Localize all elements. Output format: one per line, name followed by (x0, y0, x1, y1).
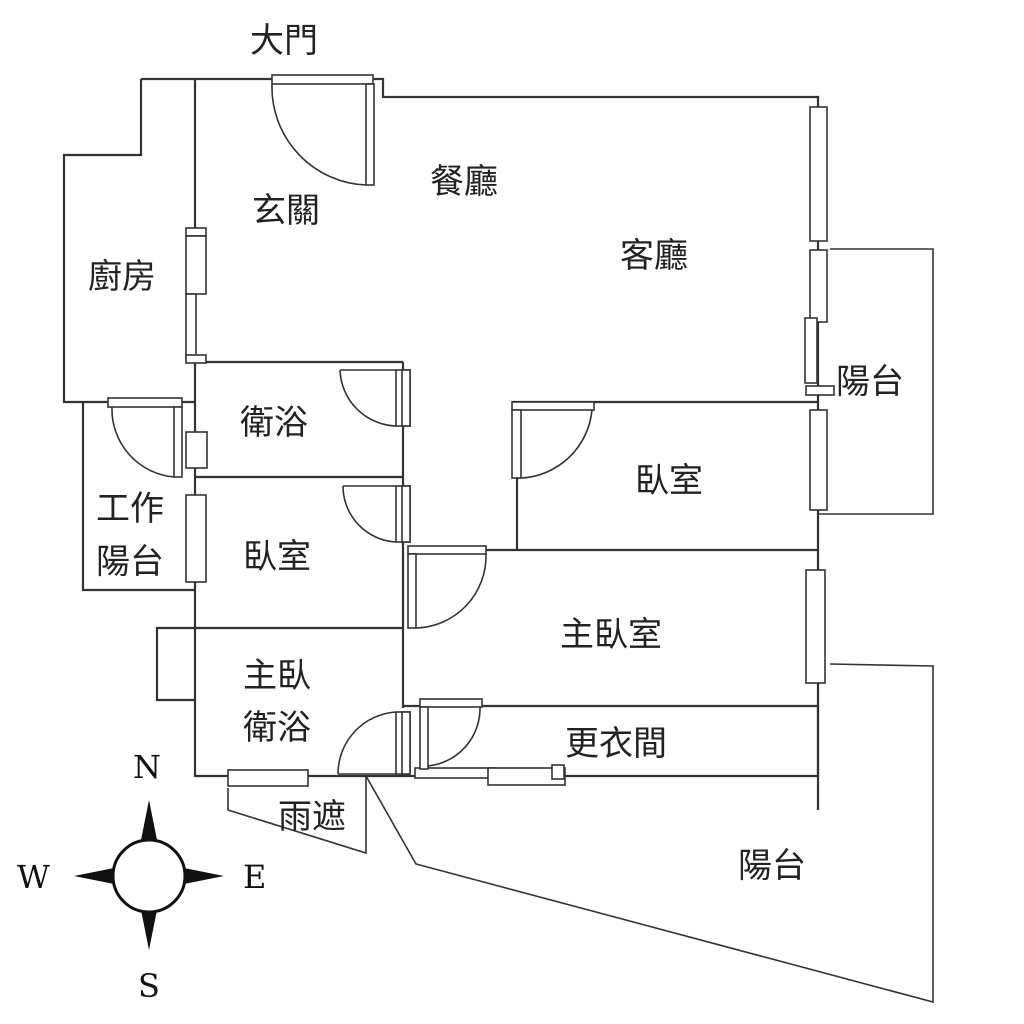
interior-walls (193, 79, 818, 708)
living-label: 客廳 (620, 236, 688, 276)
master-bath-label-line1: 主臥 (243, 656, 311, 696)
balcony-outlines (227, 248, 934, 1004)
service-balcony-label-line2: 陽台 (96, 542, 164, 582)
walk-in-closet-label: 更衣間 (565, 724, 667, 764)
main-door-leaf (271, 74, 374, 85)
balcony-east-label: 陽台 (836, 362, 904, 402)
service-balcony-label-line1: 工作 (96, 489, 164, 529)
bedroom-east-label: 臥室 (635, 461, 703, 501)
compass-east: E (243, 858, 266, 896)
bedroom-west-label: 臥室 (243, 537, 311, 577)
compass-south: S (138, 967, 160, 1005)
compass-rose: N S E W (17, 748, 266, 1005)
outer-walls (62, 77, 820, 810)
windows (185, 106, 835, 787)
master-bath-label-line2: 衛浴 (243, 708, 311, 748)
bath-label: 衛浴 (240, 403, 308, 443)
compass-north: N (133, 748, 161, 786)
kitchen-label: 廚房 (88, 257, 156, 297)
balcony-south-label: 陽台 (738, 846, 806, 886)
doors (107, 74, 595, 775)
master-bedroom-label: 主臥室 (560, 615, 662, 655)
awning-label: 雨遮 (278, 797, 346, 837)
dining-label: 餐廳 (430, 162, 498, 202)
entrance-label: 玄關 (252, 191, 320, 231)
main-door-label: 大門 (250, 21, 318, 61)
compass-west: W (17, 858, 50, 896)
